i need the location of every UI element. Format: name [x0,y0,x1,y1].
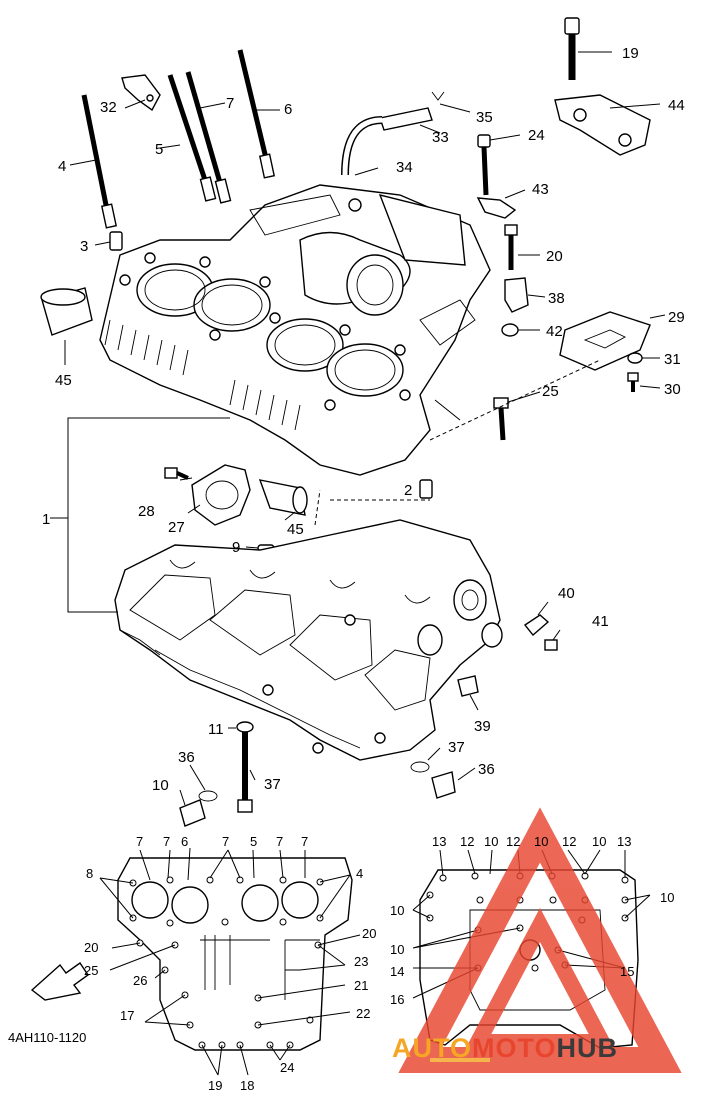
watermark-logo [398,807,682,1073]
callout-bolt-right-1: 12 [460,834,474,849]
callout-bolt-right-10: 10 [390,942,404,957]
callout-bolt-left-5: 7 [301,834,308,849]
callout-main-18: 31 [664,351,681,368]
callout-main-5: 34 [396,159,413,176]
callout-main-17: 42 [546,323,563,340]
callout-bolt-left-15: 22 [356,1006,370,1021]
watermark-brand-auto: AUTO [392,1033,472,1063]
lower-crankcase [114,519,503,761]
callout-main-10: 4 [58,158,66,175]
callout-main-16: 45 [55,372,72,389]
upper-crankcase [99,184,491,476]
callout-main-27: 40 [558,585,575,602]
callout-bolt-left-11: 26 [133,973,147,988]
callout-main-3: 33 [432,129,449,146]
callout-main-26: 9 [232,539,240,556]
lower-small-parts [179,614,558,827]
callout-bolt-right-3: 12 [506,834,520,849]
callout-main-0: 19 [622,45,639,62]
callout-main-12: 3 [80,238,88,255]
callout-bolt-left-4: 7 [276,834,283,849]
callout-main-7: 32 [100,99,117,116]
watermark-brand-hub: HUB [557,1033,619,1063]
callout-bolt-right-2: 10 [484,834,498,849]
callout-bolt-right-12: 15 [620,964,634,979]
callout-bolt-left-17: 19 [208,1078,222,1093]
mid-parts [164,464,433,552]
callout-main-22: 2 [404,482,412,499]
callout-bolt-left-18: 18 [240,1078,254,1093]
watermark-triangle-outer-icon [398,807,682,1073]
watermark-triangle-inner-icon [464,907,616,1050]
callout-main-35: 36 [478,761,495,778]
callout-main-4: 24 [528,127,545,144]
callout-bolt-left-3: 5 [250,834,257,849]
callout-main-29: 39 [474,718,491,735]
callout-main-33: 10 [152,777,169,794]
callout-main-1: 44 [668,97,685,114]
callout-main-24: 27 [168,519,185,536]
callout-bolt-left-7: 8 [86,866,93,881]
callout-bolt-right-4: 10 [534,834,548,849]
watermark-brand-moto: MOTO [472,1033,557,1063]
callout-main-21: 1 [42,511,50,528]
callout-main-28: 41 [592,613,609,630]
part-code: 4AH110-1120 [8,1030,86,1045]
callout-main-20: 25 [542,383,559,400]
callout-bolt-left-14: 17 [120,1008,134,1023]
callout-bolt-left-12: 23 [354,954,368,969]
callout-main-25: 45 [287,521,304,538]
callout-main-15: 29 [668,309,685,326]
callout-main-13: 20 [546,248,563,265]
callout-bolt-left-10: 25 [84,963,98,978]
callout-bolt-right-0: 13 [432,834,446,849]
callout-main-14: 38 [548,290,565,307]
callout-bolt-right-8: 10 [660,890,674,905]
callout-main-11: 5 [155,141,163,158]
callout-bolt-right-13: 16 [390,992,404,1007]
callout-bolt-right-6: 10 [592,834,606,849]
callout-main-31: 37 [264,776,281,793]
callout-bolt-right-9: 10 [390,903,404,918]
callout-bolt-left-8: 4 [356,866,363,881]
callout-bolt-left-1: 7 [163,834,170,849]
callout-bolt-left-16: 20 [362,926,376,941]
front-arrow-icon [30,962,89,1001]
callout-main-34: 37 [448,739,465,756]
callout-main-9: 6 [284,101,292,118]
callout-main-6: 43 [532,181,549,198]
callout-bolt-left-9: 20 [84,940,98,955]
callout-bolt-right-7: 13 [617,834,631,849]
callout-bolt-right-5: 12 [562,834,576,849]
callout-bolt-left-2: 7 [222,834,229,849]
callout-main-30: 11 [208,721,224,738]
callout-main-23: 28 [138,503,155,520]
watermark-brand: AUTOMOTOHUB [392,1033,618,1063]
callout-bolt-left-6: 6 [181,834,188,849]
callout-main-19: 30 [664,381,681,398]
head-studs [40,17,651,441]
callout-main-2: 35 [476,109,493,126]
callout-main-8: 7 [226,95,234,112]
callout-bolt-right-11: 14 [390,964,404,979]
callout-main-32: 36 [178,749,195,766]
callout-bolt-left-0: 7 [136,834,143,849]
callout-bolt-left-19: 24 [280,1060,294,1075]
callout-bolt-left-13: 21 [354,978,368,993]
bolt-pattern-left [99,847,361,1076]
leader-lines [50,51,666,806]
